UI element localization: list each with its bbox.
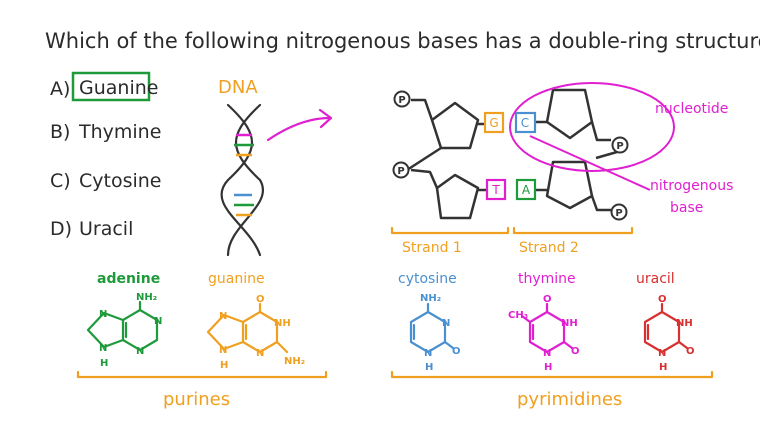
svg-text:NH₂: NH₂ — [284, 356, 305, 367]
selected-answer-box — [71, 71, 151, 102]
svg-text:P: P — [397, 166, 404, 177]
svg-text:H: H — [220, 360, 228, 371]
svg-text:N: N — [219, 345, 227, 356]
pyrimidines-bracket — [390, 370, 714, 379]
svg-text:O: O — [658, 294, 667, 305]
base-t: T — [485, 178, 507, 201]
svg-text:N: N — [658, 348, 666, 359]
svg-text:A: A — [522, 183, 531, 197]
adenine-structure: adenine NH₂ N N H N N — [86, 271, 162, 369]
svg-text:H: H — [544, 362, 552, 373]
svg-text:N: N — [219, 311, 227, 322]
svg-text:N: N — [543, 348, 551, 359]
nitrogenous-label: nitrogenous — [650, 178, 733, 194]
purines-bracket — [76, 370, 328, 379]
svg-text:NH₂: NH₂ — [420, 293, 441, 304]
cytosine-label: cytosine — [398, 271, 457, 287]
svg-text:O: O — [571, 346, 580, 357]
nucleotide-ellipse — [509, 82, 675, 172]
svg-text:N: N — [424, 348, 432, 359]
phosphate-icon: P — [611, 136, 629, 154]
dna-strand-diagram — [406, 88, 618, 220]
svg-text:H: H — [659, 362, 667, 373]
adenine-label: adenine — [97, 271, 160, 287]
option-letter: D) — [50, 218, 72, 240]
phosphate-icon: P — [610, 203, 628, 221]
option-text: Uracil — [79, 218, 133, 240]
option-text: Thymine — [78, 121, 161, 143]
option-letter: B) — [50, 121, 70, 143]
base-c: C — [514, 111, 537, 134]
svg-text:O: O — [256, 294, 265, 305]
pointer-line — [529, 135, 651, 191]
cytosine-structure: cytosine NH₂ N N H O — [398, 271, 461, 373]
svg-text:P: P — [616, 141, 623, 152]
option-letter: C) — [50, 170, 71, 192]
svg-text:NH: NH — [676, 318, 693, 329]
dna-label: DNA — [218, 77, 258, 98]
guanine-structure: guanine O N N H NH N NH₂ — [206, 271, 305, 371]
svg-text:N: N — [99, 343, 107, 354]
svg-text:O: O — [686, 346, 695, 357]
uracil-label: uracil — [636, 271, 675, 287]
strand2-bracket — [512, 226, 634, 235]
svg-text:N: N — [442, 318, 450, 329]
base-g: G — [483, 111, 505, 134]
svg-text:N: N — [99, 309, 107, 320]
phosphate-icon: P — [393, 90, 411, 108]
strand1-label: Strand 1 — [402, 240, 462, 256]
option-b[interactable]: B) Thymine — [50, 121, 161, 143]
option-text: Cytosine — [79, 170, 162, 192]
svg-text:H: H — [100, 358, 108, 369]
base-a: A — [515, 178, 537, 201]
svg-text:H: H — [425, 362, 433, 373]
purines-label: purines — [163, 389, 230, 410]
guanine-label: guanine — [208, 271, 265, 287]
svg-text:NH₂: NH₂ — [136, 292, 157, 303]
svg-text:T: T — [491, 183, 500, 197]
svg-text:P: P — [615, 208, 622, 219]
svg-text:NH: NH — [561, 318, 578, 329]
svg-text:N: N — [154, 316, 162, 327]
phosphate-icon: P — [392, 161, 410, 179]
svg-text:N: N — [136, 346, 144, 357]
thymine-label: thymine — [518, 271, 576, 287]
svg-text:P: P — [398, 95, 405, 106]
question-text: Which of the following nitrogenous bases… — [45, 29, 760, 53]
strand1-bracket — [390, 226, 510, 235]
svg-text:CH₃: CH₃ — [508, 310, 528, 321]
option-a[interactable]: A) Guanine — [50, 71, 158, 102]
strand2-label: Strand 2 — [519, 240, 579, 256]
svg-text:C: C — [521, 116, 529, 130]
option-d[interactable]: D) Uracil — [50, 218, 133, 240]
base-label: base — [670, 200, 703, 216]
thymine-structure: thymine O CH₃ NH N H O — [508, 271, 580, 373]
dna-helix-icon — [220, 103, 264, 257]
pyrimidines-label: pyrimidines — [517, 389, 622, 410]
svg-text:O: O — [452, 346, 461, 357]
svg-text:NH: NH — [274, 318, 291, 329]
svg-text:N: N — [256, 348, 264, 359]
svg-text:O: O — [543, 294, 552, 305]
option-letter: A) — [50, 78, 70, 100]
arrow-icon — [266, 108, 333, 142]
svg-text:G: G — [489, 116, 498, 130]
option-text: Guanine — [79, 77, 158, 99]
nucleotide-label: nucleotide — [655, 101, 728, 117]
uracil-structure: uracil O NH N H O — [636, 271, 695, 373]
option-c[interactable]: C) Cytosine — [50, 170, 162, 192]
